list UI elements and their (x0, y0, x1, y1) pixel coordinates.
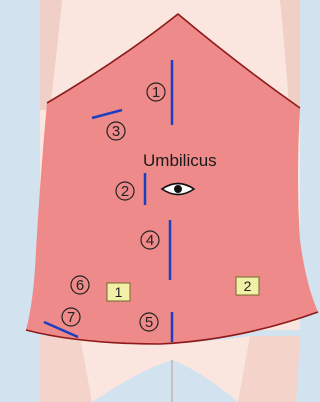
region-square-1: 1 (107, 283, 130, 301)
svg-text:4: 4 (146, 232, 154, 249)
svg-text:6: 6 (76, 277, 84, 294)
svg-text:2: 2 (244, 278, 252, 294)
svg-text:2: 2 (121, 183, 129, 200)
region-square-2: 2 (236, 277, 259, 295)
svg-text:1: 1 (115, 284, 123, 300)
svg-text:7: 7 (67, 309, 75, 326)
umbilicus-label: Umbilicus (143, 151, 217, 170)
svg-text:1: 1 (152, 84, 160, 101)
svg-text:3: 3 (112, 123, 120, 140)
svg-text:5: 5 (145, 314, 153, 331)
